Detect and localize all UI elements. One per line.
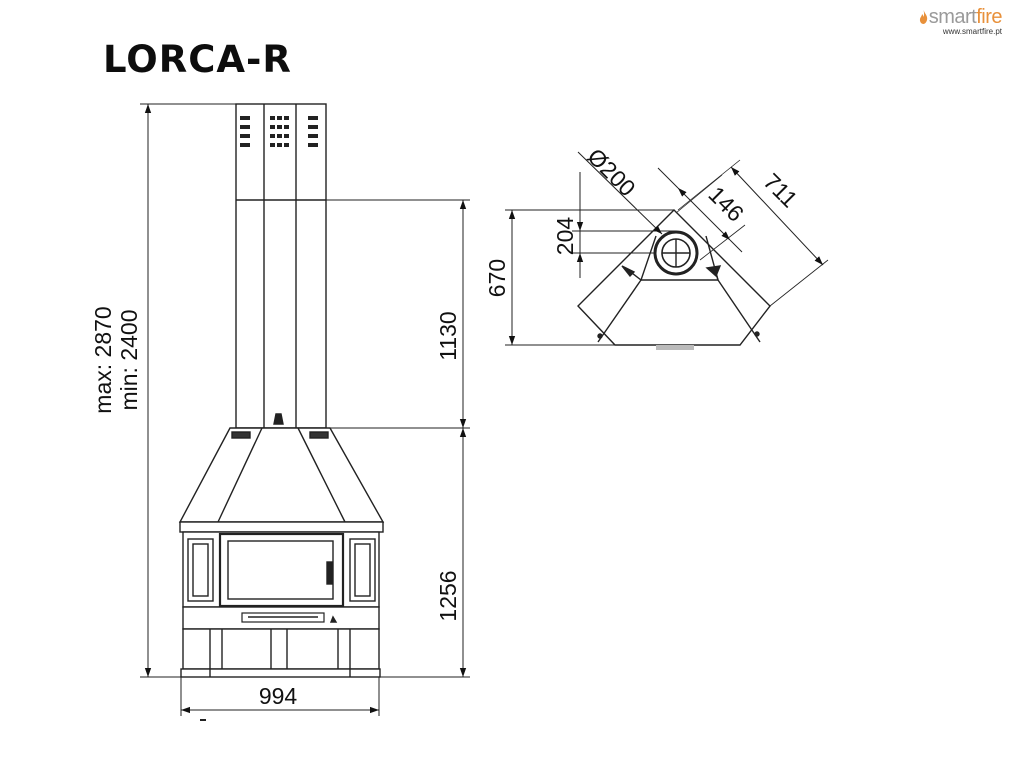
top-dimensions xyxy=(505,151,829,346)
front-view xyxy=(178,103,385,678)
glass-door xyxy=(218,532,345,608)
dim-670: 670 xyxy=(484,259,510,297)
top-view xyxy=(577,209,771,350)
dim-chimney-height: 1130 xyxy=(435,311,461,360)
top-outline xyxy=(577,209,771,346)
dim-711: 711 xyxy=(758,168,802,212)
vent-grilles xyxy=(240,116,318,147)
flame-icon xyxy=(919,10,927,24)
dim-total-height-max: max: 2870 xyxy=(90,306,116,413)
brand-name: smartfire xyxy=(919,6,1002,29)
brand-url: www.smartfire.pt xyxy=(942,27,1002,36)
dim-total-height-min: min: 2400 xyxy=(116,309,142,410)
front-dimensions xyxy=(140,103,470,721)
dim-width: 994 xyxy=(259,683,298,709)
brand-name-part2: fire xyxy=(976,6,1002,28)
dim-body-height: 1256 xyxy=(435,570,461,621)
dim-diameter: Ø200 xyxy=(582,143,640,201)
page-title: LORCA-R xyxy=(103,38,292,81)
brand-logo: smartfire www.smartfire.pt xyxy=(919,6,1002,36)
chimney xyxy=(235,103,327,429)
dim-204: 204 xyxy=(552,217,578,256)
hood xyxy=(178,427,385,523)
brand-name-part1: smart xyxy=(928,6,977,28)
base-band xyxy=(182,606,380,630)
